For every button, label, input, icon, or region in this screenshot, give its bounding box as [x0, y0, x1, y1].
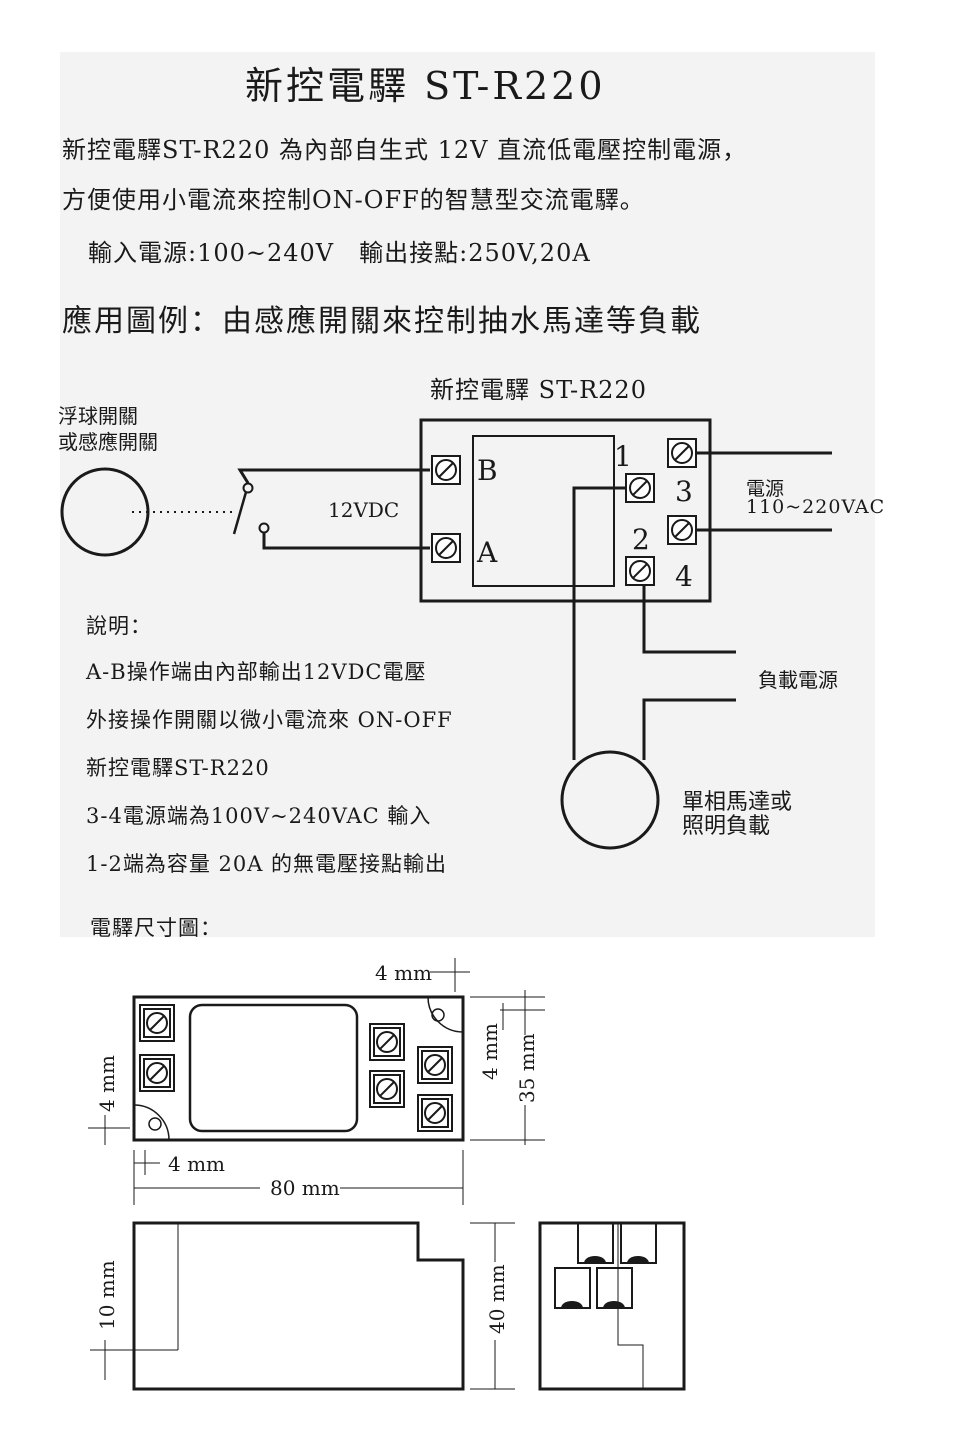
dc-voltage-label: 12VDC: [328, 498, 400, 522]
load-power-label: 負載電源: [758, 668, 838, 692]
top-view-terminals: [139, 1004, 453, 1132]
relay-top-view: [132, 995, 465, 1142]
motor-label-1: 單相馬達或: [682, 790, 793, 815]
terminal-b-label: B: [477, 454, 498, 487]
motor-load-symbol: [560, 750, 660, 850]
float-switch-symbol: [60, 467, 150, 557]
note-item: 新控電驛ST-R220: [86, 756, 270, 780]
motor-label-2: 照明負載: [682, 814, 771, 839]
power-label-1: 電源: [746, 478, 785, 500]
power-label-2: 110~220VAC: [746, 496, 886, 518]
page-title: 新控電驛 ST-R220: [245, 64, 606, 108]
dim-height: 35 mm: [515, 1033, 539, 1103]
note-item: 外接操作開關以微小電流來 ON-OFF: [86, 708, 453, 732]
terminal-4-label: 4: [675, 560, 693, 593]
dimensions-heading: 電驛尺寸圖：: [90, 916, 222, 940]
specs-line: 輸入電源:100~240V 輸出接點:250V,20A: [88, 239, 591, 267]
dim-left-margin: 4 mm: [95, 1055, 119, 1112]
float-switch-label-2: 或感應開關: [58, 430, 158, 454]
terminal-a-label: A: [477, 536, 498, 569]
content-panel: [60, 52, 875, 937]
float-switch-label-1: 浮球開關: [58, 404, 138, 428]
terminal-screws: [431, 438, 697, 586]
dim-side-height: 40 mm: [485, 1264, 509, 1334]
note-item: 1-2端為容量 20A 的無電壓接點輸出: [86, 852, 448, 876]
notes-heading: 說明：: [86, 614, 152, 638]
application-title: 應用圖例：由感應開關來控制抽水馬達等負載: [62, 304, 702, 339]
intro-line-2: 方便使用小電流來控制ON-OFF的智慧型交流電驛。: [62, 186, 645, 214]
dim-width: 80 mm: [270, 1176, 340, 1200]
relay-side-view: [132, 1221, 465, 1391]
terminal-3-label: 3: [675, 475, 693, 508]
dim-right-margin: 4 mm: [478, 1023, 502, 1080]
dim-side-step: 10 mm: [95, 1260, 119, 1330]
note-item: A-B操作端由內部輸出12VDC電壓: [86, 660, 427, 684]
intro-line-1: 新控電驛ST-R220 為內部自生式 12V 直流低電壓控制電源，: [62, 136, 748, 164]
terminal-2-label: 2: [632, 523, 650, 556]
relay-label: 新控電驛 ST-R220: [430, 376, 647, 404]
note-item: 3-4電源端為100V~240VAC 輸入: [86, 804, 432, 828]
dim-bottom-margin: 4 mm: [168, 1152, 225, 1176]
terminal-1-label: 1: [614, 440, 632, 473]
relay-body: [419, 418, 712, 603]
dim-top-margin: 4 mm: [375, 961, 432, 985]
